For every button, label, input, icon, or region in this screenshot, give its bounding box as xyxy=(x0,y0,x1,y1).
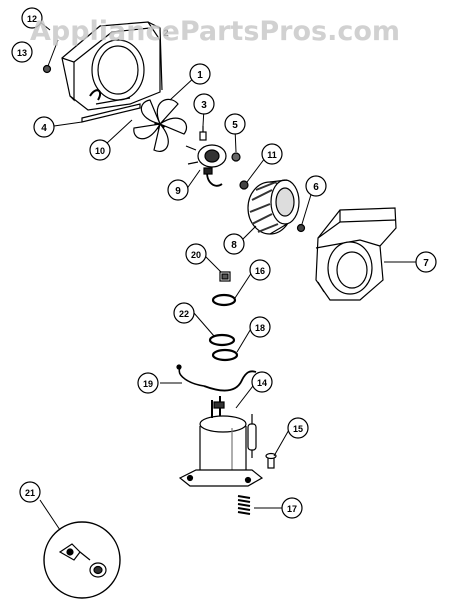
nut-5 xyxy=(231,152,241,162)
wire-harness xyxy=(176,364,257,392)
svg-text:11: 11 xyxy=(267,150,277,160)
callout-4: 4 xyxy=(33,116,55,138)
callout-2: 2 xyxy=(163,28,168,38)
callout-14: 14 xyxy=(251,371,273,393)
callout-22: 22 xyxy=(173,302,195,324)
svg-text:19: 19 xyxy=(143,379,153,389)
ring-22 xyxy=(208,333,236,347)
watermark: AppliancePartsPros.com xyxy=(30,16,401,47)
svg-text:3: 3 xyxy=(201,100,207,111)
callout-11: 11 xyxy=(261,143,283,165)
callouts: 1 3 4 5 6 7 8 9 10 11 12 13 14 15 16 17 … xyxy=(11,7,437,519)
blower-housing xyxy=(315,207,397,301)
detail-inset xyxy=(43,521,121,599)
callout-21: 21 xyxy=(19,481,41,503)
callout-20: 20 xyxy=(185,243,207,265)
nut-11 xyxy=(239,180,249,190)
svg-text:17: 17 xyxy=(287,504,297,514)
svg-text:15: 15 xyxy=(293,424,303,434)
svg-text:8: 8 xyxy=(231,240,237,251)
fan-blade xyxy=(133,98,188,152)
svg-text:21: 21 xyxy=(25,488,35,498)
callout-1: 1 xyxy=(189,63,211,85)
spring xyxy=(237,495,251,515)
ring-16 xyxy=(211,293,237,307)
svg-text:9: 9 xyxy=(175,186,181,197)
callout-6: 6 xyxy=(305,175,327,197)
callout-17: 17 xyxy=(281,497,303,519)
callout-10: 10 xyxy=(89,139,111,161)
nut-20 xyxy=(219,271,231,282)
callout-9: 9 xyxy=(167,179,189,201)
ring-18 xyxy=(211,348,239,362)
blower-wheel xyxy=(247,179,300,235)
small-screw-3 xyxy=(199,126,207,141)
callout-13: 13 xyxy=(11,41,33,63)
svg-text:10: 10 xyxy=(95,146,105,156)
callout-8: 8 xyxy=(223,233,245,255)
svg-text:7: 7 xyxy=(423,258,429,269)
svg-text:16: 16 xyxy=(255,266,265,276)
mount-bolt xyxy=(265,452,277,469)
callout-16: 16 xyxy=(249,259,271,281)
svg-text:13: 13 xyxy=(17,48,27,58)
callout-7: 7 xyxy=(415,251,437,273)
callout-12: 12 xyxy=(21,7,43,29)
svg-text:2: 2 xyxy=(163,28,168,38)
fan-shroud xyxy=(61,21,163,111)
compressor xyxy=(178,396,264,487)
svg-text:4: 4 xyxy=(41,123,47,134)
svg-text:12: 12 xyxy=(27,14,37,24)
callout-18: 18 xyxy=(249,316,271,338)
callout-15: 15 xyxy=(287,417,309,439)
fan-motor xyxy=(185,144,227,187)
svg-text:1: 1 xyxy=(197,70,203,81)
svg-text:14: 14 xyxy=(257,378,267,388)
callout-19: 19 xyxy=(137,372,159,394)
mounting-bracket xyxy=(81,103,141,123)
screw-13 xyxy=(42,64,52,74)
callout-5: 5 xyxy=(224,113,246,135)
nut-6 xyxy=(296,223,306,233)
svg-text:5: 5 xyxy=(232,120,238,131)
svg-text:6: 6 xyxy=(313,182,319,193)
svg-text:18: 18 xyxy=(255,323,265,333)
svg-text:22: 22 xyxy=(179,309,189,319)
svg-text:20: 20 xyxy=(191,250,201,260)
callout-3: 3 xyxy=(193,93,215,115)
